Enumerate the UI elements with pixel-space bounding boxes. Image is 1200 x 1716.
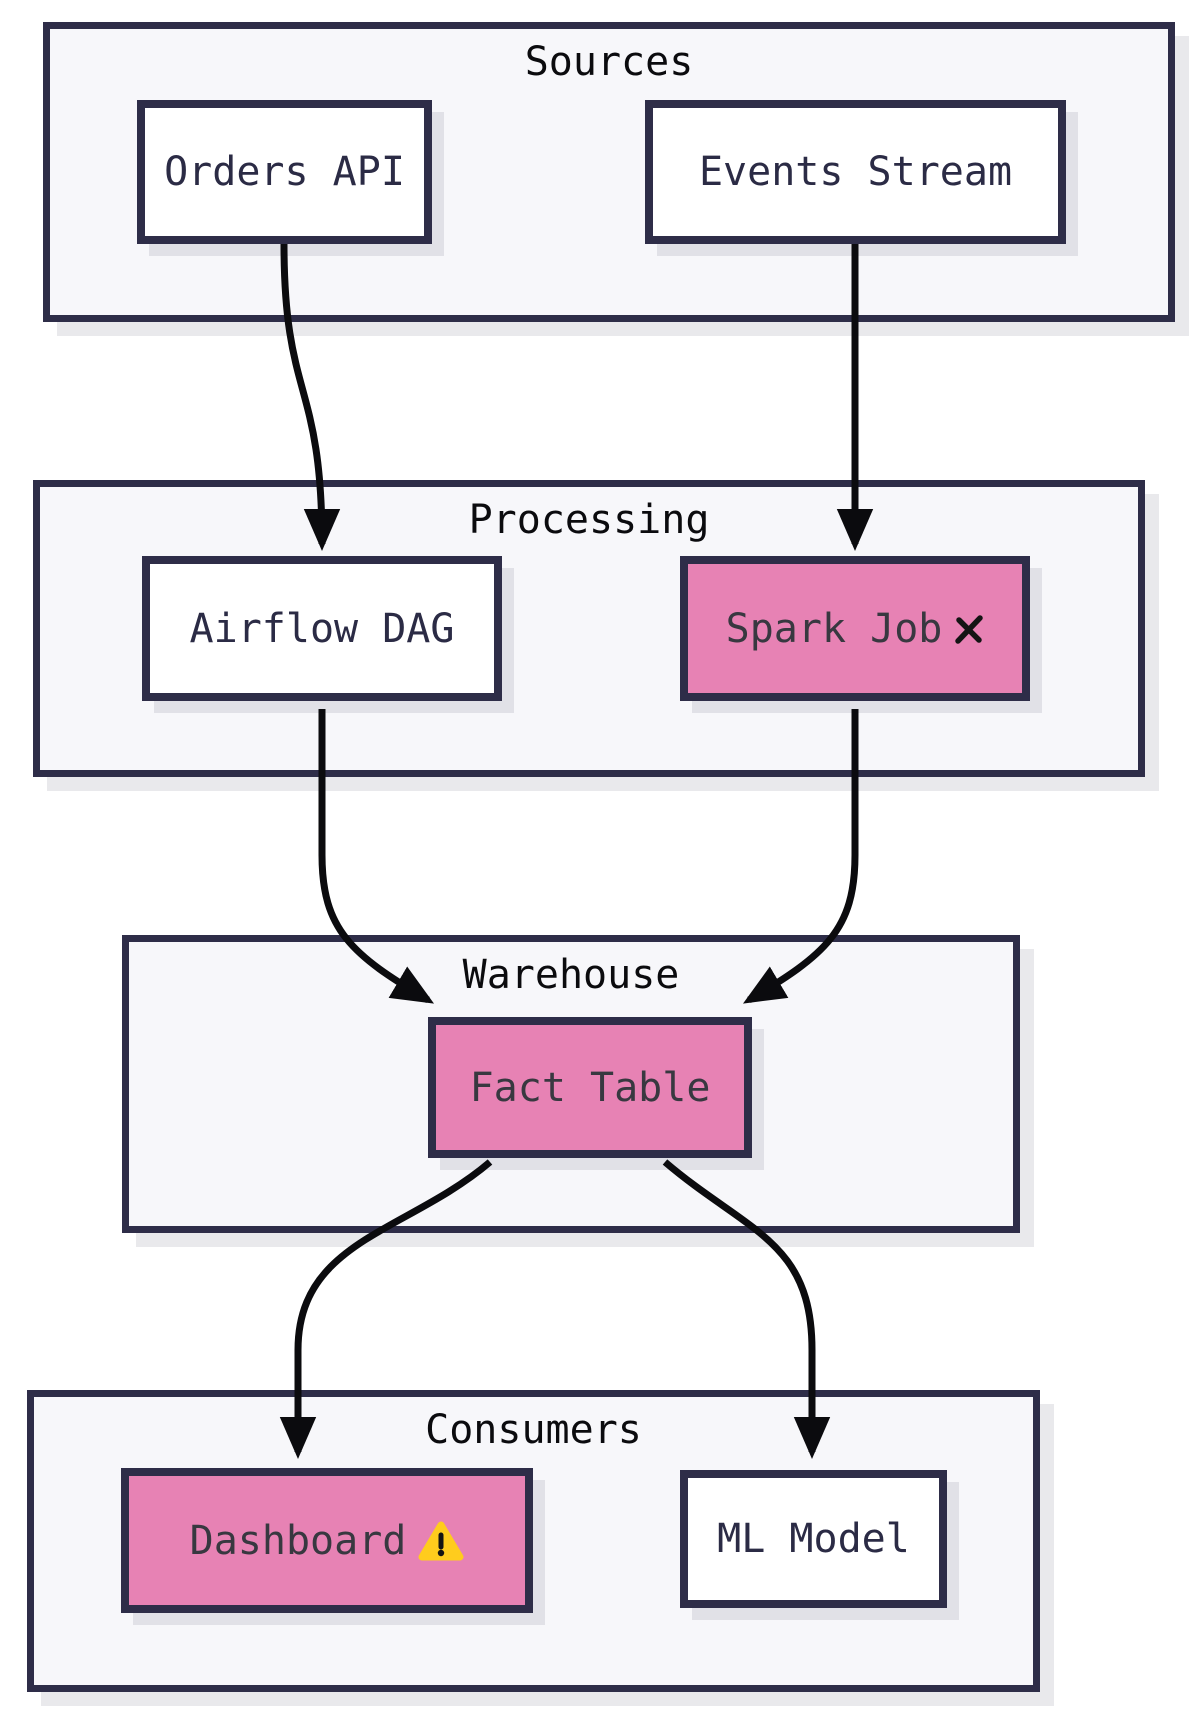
node-orders-api-label: Orders API (164, 149, 405, 195)
group-consumers-title: Consumers (425, 1407, 642, 1453)
node-dashboard-label: Dashboard (189, 1517, 407, 1564)
node-events-stream: Events Stream (645, 100, 1066, 244)
node-orders-api: Orders API (137, 100, 432, 244)
node-events-stream-label: Events Stream (698, 149, 1013, 195)
node-airflow-dag-label: Airflow DAG (189, 605, 455, 652)
group-warehouse: Warehouse (122, 935, 1020, 1233)
node-spark-job-label: Spark Job (725, 605, 943, 652)
warning-icon (418, 1521, 464, 1560)
group-processing-title: Processing (468, 497, 710, 543)
node-fact-table: Fact Table (428, 1017, 752, 1158)
group-warehouse-title: Warehouse (462, 952, 680, 998)
node-airflow-dag: Airflow DAG (142, 556, 502, 701)
node-fact-table-label: Fact Table (469, 1064, 711, 1111)
node-dashboard: Dashboard (121, 1468, 533, 1613)
ballot-x-icon (955, 614, 984, 644)
node-ml-model: ML Model (680, 1470, 947, 1608)
node-spark-job: Spark Job (680, 556, 1030, 701)
group-sources-title: Sources (524, 39, 694, 85)
node-ml-model-label: ML Model (717, 1516, 910, 1562)
